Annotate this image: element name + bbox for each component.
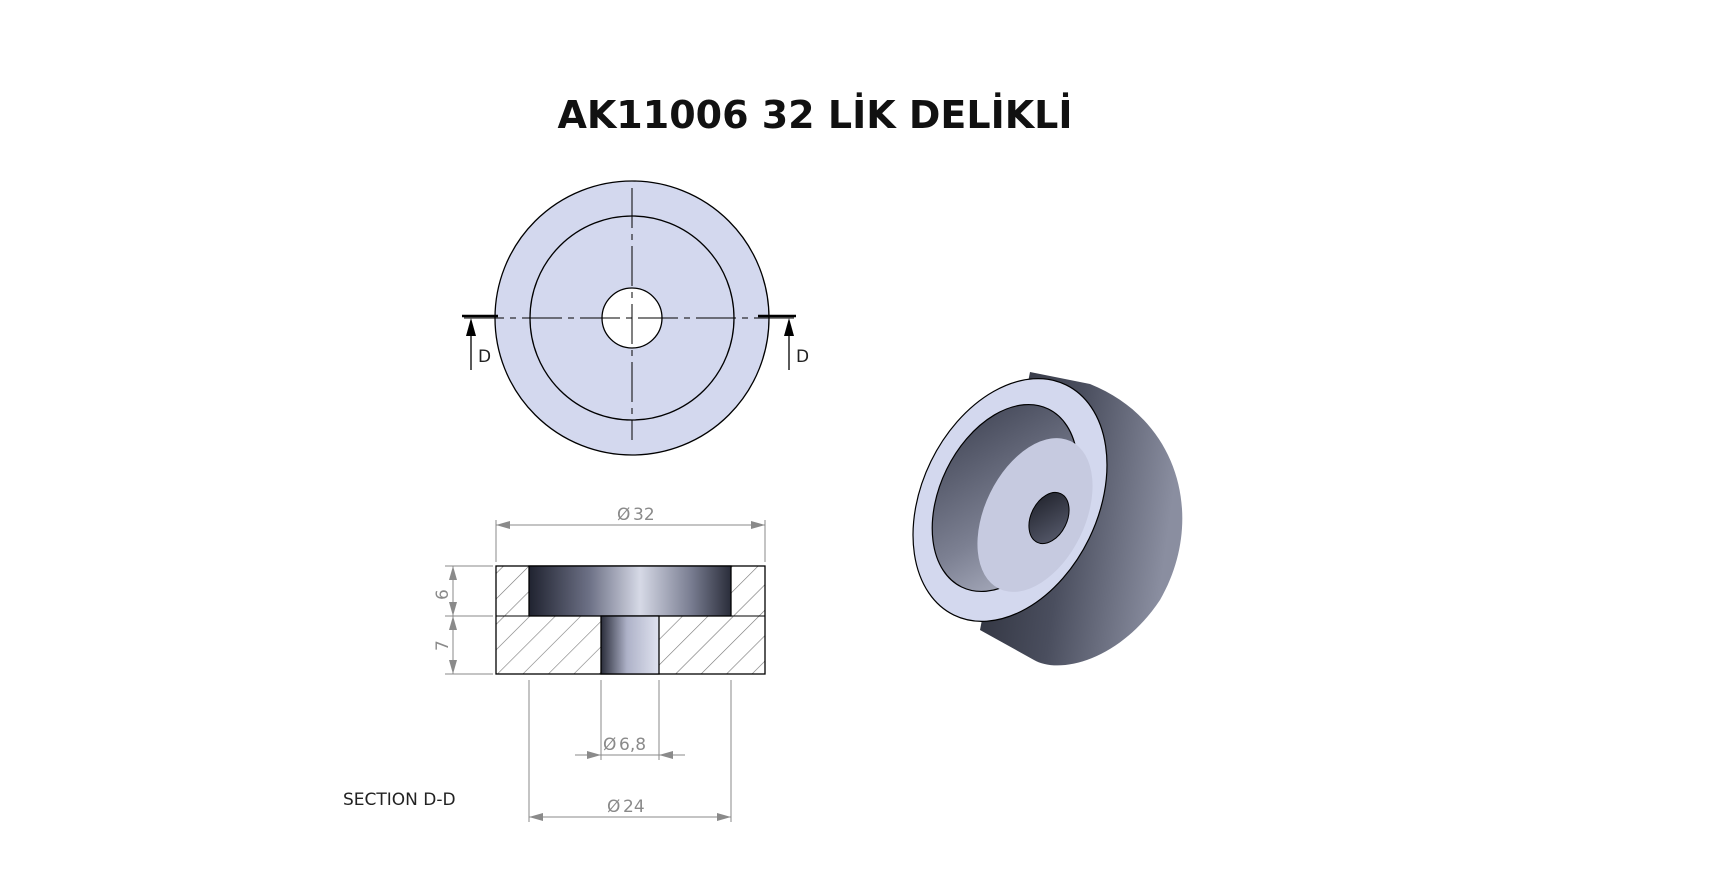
hole-diameter-value: 6,8 — [619, 735, 646, 755]
isometric-view — [912, 372, 1183, 666]
section-label: SECTION D-D — [343, 790, 456, 810]
diameter-symbol: Ø — [607, 797, 620, 817]
diameter-symbol: Ø — [617, 505, 630, 525]
section-arrow-left — [466, 318, 476, 370]
base-height-value: 7 — [433, 640, 453, 651]
drawing-title: AK11006 32 LİK DELİKLİ — [557, 93, 1072, 137]
outer-diameter-value: 32 — [633, 505, 655, 525]
section-counterbore — [528, 565, 732, 617]
dimension-hole-diameter: Ø 6,8 — [575, 680, 685, 760]
section-view: Ø 32 Ø 24 Ø 6,8 — [343, 505, 766, 822]
dimension-counterbore-diameter: Ø 24 — [528, 680, 732, 822]
dimension-heights: 6 7 — [433, 565, 493, 675]
top-view: D D — [462, 180, 809, 456]
section-arrow-right — [784, 318, 794, 370]
dimension-outer-diameter: Ø 32 — [495, 505, 766, 562]
iso-hole — [1028, 491, 1070, 545]
section-marker-right: D — [796, 347, 809, 367]
section-marker-left: D — [478, 347, 491, 367]
diameter-symbol: Ø — [603, 735, 616, 755]
section-hole — [600, 615, 660, 675]
counterbore-depth-value: 6 — [433, 589, 453, 600]
counterbore-diameter-value: 24 — [623, 797, 645, 817]
